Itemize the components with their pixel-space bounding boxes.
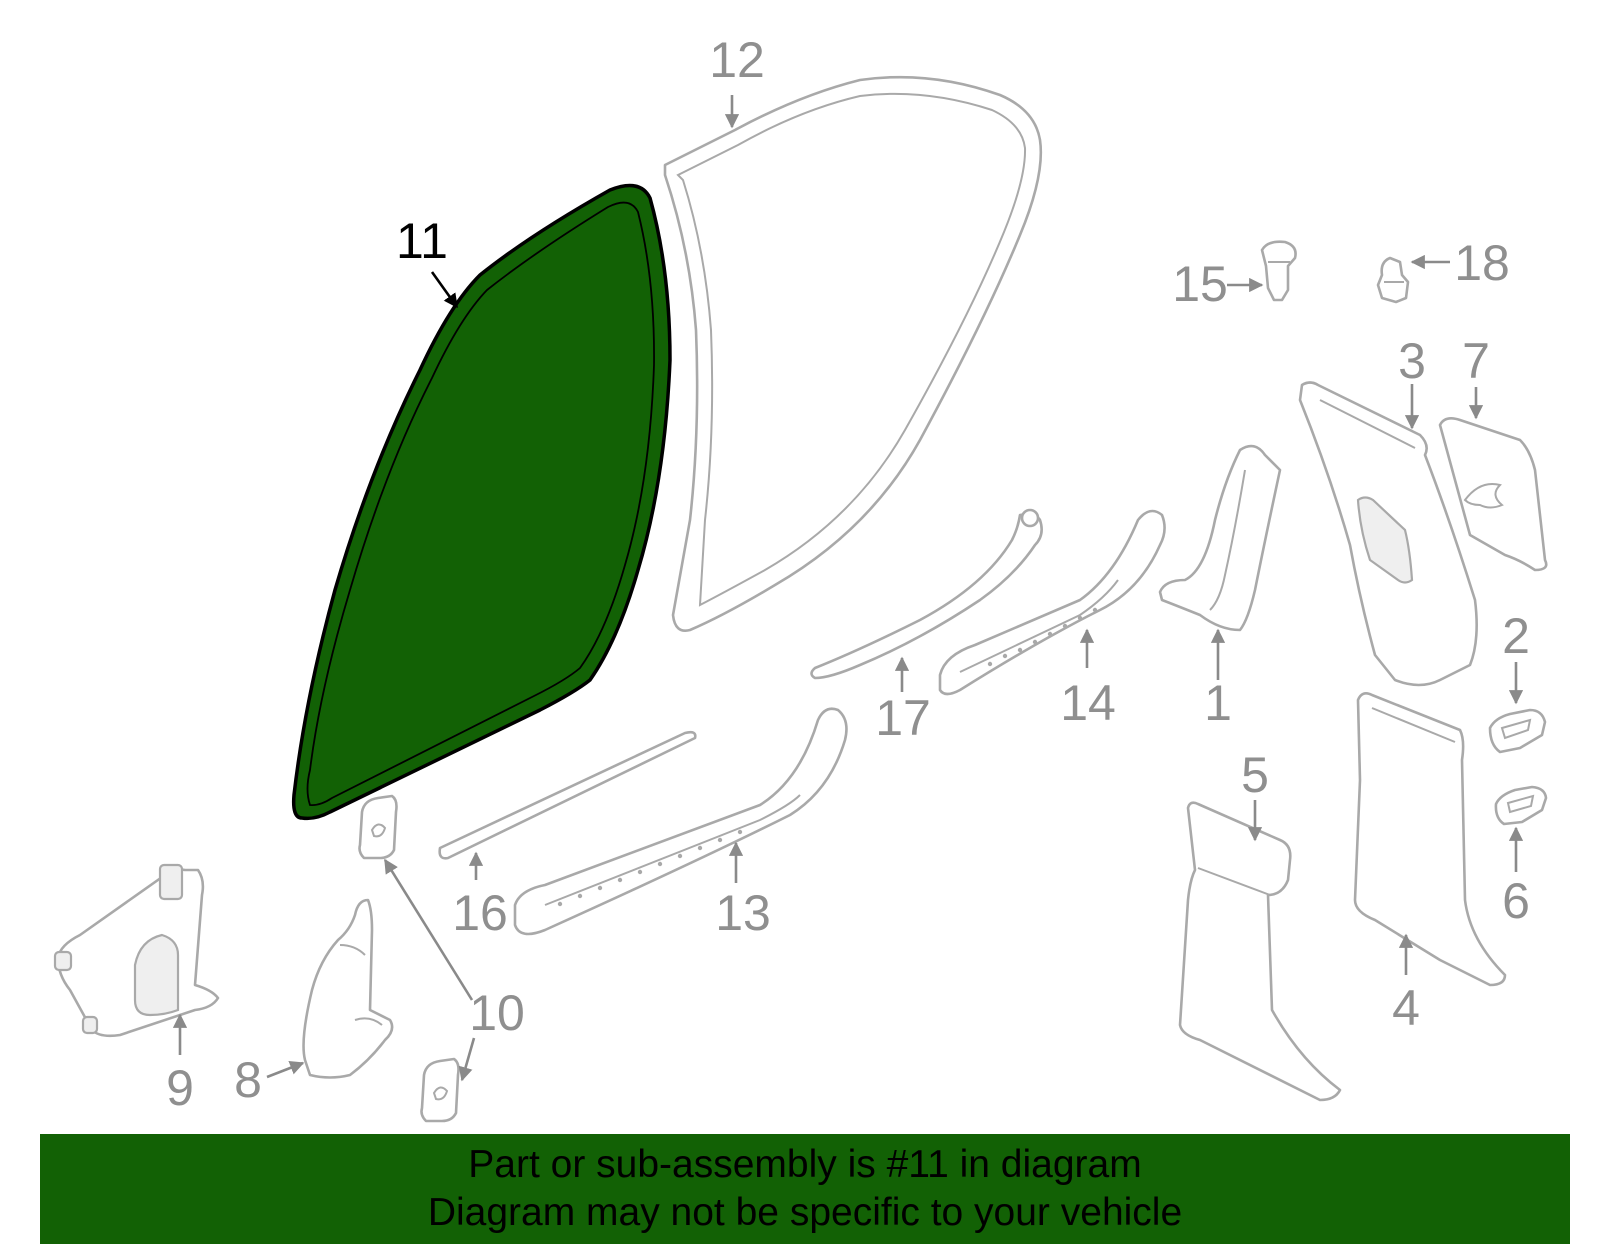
part-1-pillar-trim[interactable] [1158,444,1282,632]
callout-arrows [172,95,1524,1082]
label-10: 10 [469,985,525,1041]
part-16-strip[interactable] [438,730,697,860]
label-11: 11 [396,213,448,269]
label-17: 17 [875,690,931,746]
banner-line-2: Diagram may not be specific to your vehi… [427,1191,1183,1234]
label-6: 6 [1502,873,1530,929]
part-12-door-seal[interactable] [663,75,1043,632]
arrow-10-upper [383,858,474,1001]
arrow-10-lower [458,1037,476,1082]
arrow-8 [266,1061,305,1079]
part-2-switch-bezel[interactable] [1488,708,1547,754]
part-17-strip[interactable] [810,508,1043,680]
label-18: 18 [1454,235,1510,291]
part-4-b-pillar-lower[interactable] [1353,692,1507,987]
label-2: 2 [1502,608,1530,664]
part-9-cowl-trim[interactable] [53,863,220,1038]
part-13-sill-plate[interactable] [513,707,848,936]
arrow-11 [430,271,459,309]
label-9: 9 [166,1060,194,1116]
label-12: 12 [709,32,765,88]
label-1: 1 [1204,675,1232,731]
banner-line-1: Part or sub-assembly is #11 in diagram [468,1143,1142,1186]
callout-labels: 12 11 15 18 3 7 2 1 14 17 5 6 13 16 4 10… [166,32,1530,1116]
part-6-switch-bezel[interactable] [1494,785,1548,826]
part-5-b-pillar-lower-front[interactable] [1178,801,1342,1102]
label-15: 15 [1172,256,1228,312]
label-5: 5 [1241,747,1269,803]
label-8: 8 [234,1052,262,1108]
part-11-highlighted-seal[interactable] [291,183,672,821]
part-14-sill-plate[interactable] [938,509,1166,696]
part-10-bracket-lower[interactable] [420,1057,460,1123]
part-3-b-pillar-upper[interactable] [1298,381,1478,687]
label-4: 4 [1392,980,1420,1036]
label-16: 16 [452,885,508,941]
part-10-bracket-upper[interactable] [358,794,398,860]
part-8-kick-panel[interactable] [302,898,394,1079]
part-18-clip[interactable] [1376,256,1410,304]
label-7: 7 [1462,333,1490,389]
part-7-trim-panel[interactable] [1438,417,1548,572]
label-13: 13 [715,885,771,941]
label-3: 3 [1398,333,1426,389]
part-15-clip[interactable] [1260,240,1297,302]
info-banner: Part or sub-assembly is #11 in diagram D… [40,1134,1570,1244]
label-14: 14 [1060,675,1116,731]
